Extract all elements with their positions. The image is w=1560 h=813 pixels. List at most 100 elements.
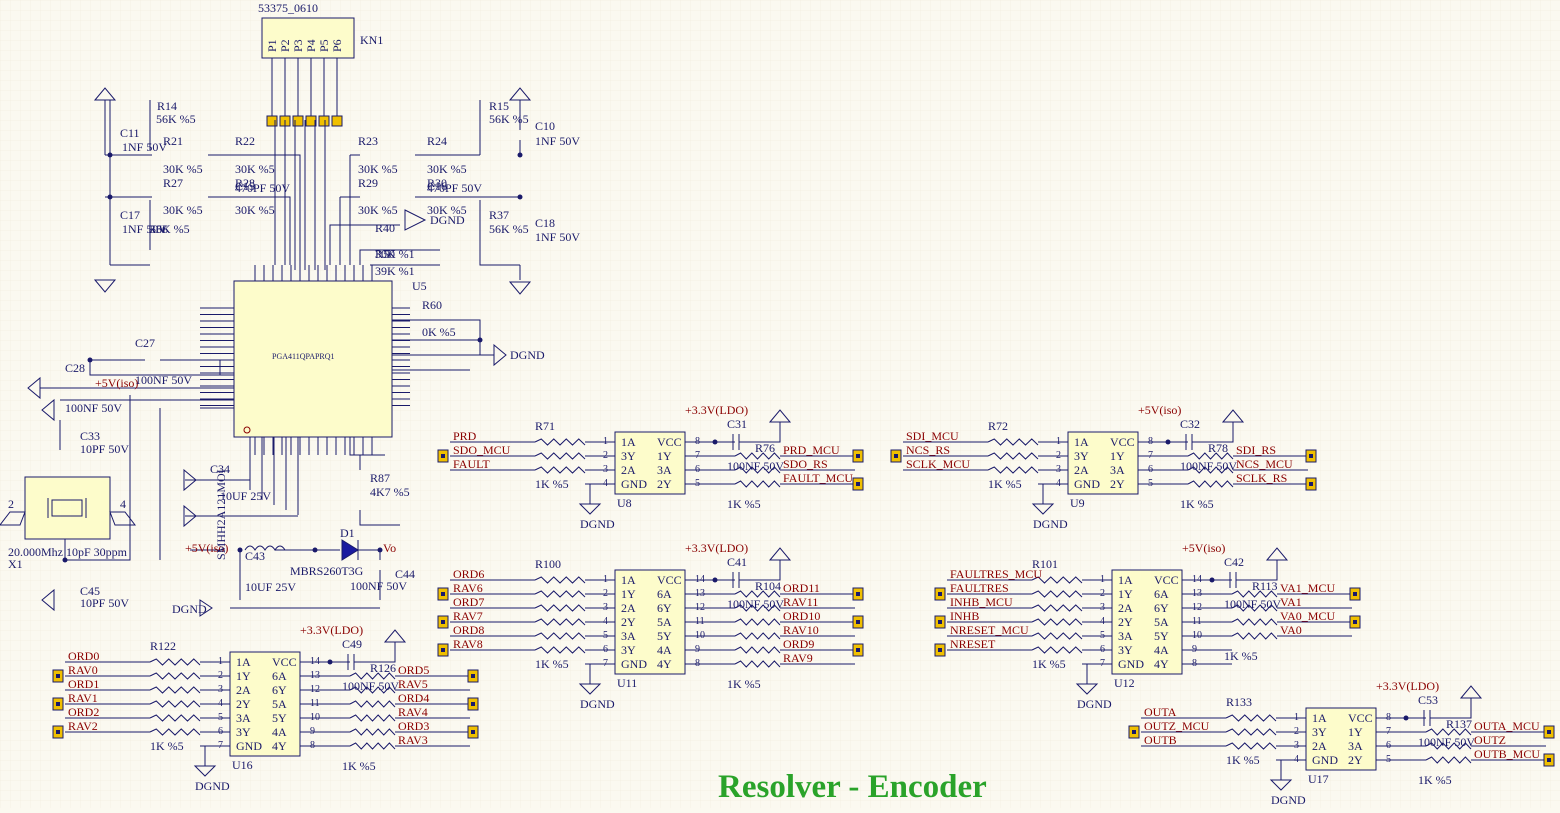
buffer-body bbox=[229, 651, 301, 757]
passive-value: 100NF 50V bbox=[135, 373, 192, 387]
pin-name: 2A bbox=[1118, 601, 1133, 615]
res-in-ref: R100 bbox=[535, 557, 561, 571]
v5iso-label-b: +5V(iso) bbox=[185, 541, 228, 555]
net-label-in: NCS_RS bbox=[906, 443, 950, 457]
pin-name: 1Y bbox=[621, 587, 636, 601]
dgnd-label: DGND bbox=[1271, 793, 1306, 807]
passive-ref: R36 bbox=[148, 222, 168, 236]
passive-ref: R37 bbox=[489, 208, 509, 222]
passive-d1: MBRS260T3G bbox=[290, 564, 364, 578]
net-label-out: VA0 bbox=[1280, 623, 1302, 637]
pin-name: 1Y bbox=[657, 449, 672, 463]
pin-name: GND bbox=[621, 657, 647, 671]
net-label-out: ORD4 bbox=[398, 691, 429, 705]
net-label-in: INHB_MCU bbox=[950, 595, 1013, 609]
pin-name: 3Y bbox=[1312, 725, 1327, 739]
pin-name: GND bbox=[236, 739, 262, 753]
connector-pin-label: P6 bbox=[330, 39, 344, 52]
passive-ref: R87 bbox=[370, 471, 390, 485]
connector-pin-pad bbox=[331, 115, 343, 127]
cap-ref: C53 bbox=[1418, 693, 1438, 707]
pin-name: 1A bbox=[1312, 711, 1327, 725]
pin-name: 2Y bbox=[1118, 615, 1133, 629]
passive-ref: R50 bbox=[375, 247, 395, 261]
pin-name: 5Y bbox=[1154, 629, 1169, 643]
passive-value: 100NF 50V bbox=[65, 401, 122, 415]
res-out-ref: R104 bbox=[755, 579, 781, 593]
passive-value: 20.000Mhz 10pF 30ppm bbox=[8, 545, 128, 559]
passive-value: 30K %5 bbox=[427, 203, 467, 217]
passive-value: 30K %5 bbox=[427, 162, 467, 176]
net-label-out: RAV4 bbox=[398, 705, 428, 719]
pin-name: 3A bbox=[1348, 739, 1363, 753]
passive-value: 1NF 50V bbox=[122, 140, 167, 154]
res-in-value: 1K %5 bbox=[535, 477, 569, 491]
pin-name: 6A bbox=[1154, 587, 1169, 601]
dgnd-label: DGND bbox=[1077, 697, 1112, 711]
pin-name: 4A bbox=[272, 725, 287, 739]
pin-name: 1A bbox=[621, 573, 636, 587]
net-label-out: SDI_RS bbox=[1236, 443, 1276, 457]
connector-pin-pad bbox=[318, 115, 330, 127]
cap-value: 100NF 50V bbox=[1418, 735, 1475, 749]
inductor-l1 bbox=[244, 545, 286, 551]
passive-value: 30K %5 bbox=[358, 203, 398, 217]
res-in-value: 1K %5 bbox=[1226, 753, 1260, 767]
cap-ref: C31 bbox=[727, 417, 747, 431]
connector-ref: KN1 bbox=[360, 33, 383, 47]
passive-value: 56K %5 bbox=[156, 112, 196, 126]
pin-name: 4Y bbox=[272, 739, 287, 753]
net-label-out: RAV5 bbox=[398, 677, 428, 691]
passive-ref: R28 bbox=[235, 176, 255, 190]
filter-network-wiring bbox=[40, 100, 523, 609]
res-out-value: 1K %5 bbox=[1224, 649, 1258, 663]
pin-name: 4A bbox=[1154, 643, 1169, 657]
vcc-label: +3.3V(LDO) bbox=[685, 403, 748, 417]
pin-name: 3A bbox=[621, 629, 636, 643]
connector-pin-pad bbox=[292, 115, 304, 127]
pin-name: 1A bbox=[1074, 435, 1089, 449]
passive-ref: R60 bbox=[422, 298, 442, 312]
vcc-label: +3.3V(LDO) bbox=[300, 623, 363, 637]
passive-value: SMHH2A121MOI bbox=[214, 469, 228, 560]
net-label-out: VA1_MCU bbox=[1280, 581, 1335, 595]
pin-name: 4A bbox=[657, 643, 672, 657]
buffer-body bbox=[1305, 707, 1377, 771]
net-label-out: VA0_MCU bbox=[1280, 609, 1335, 623]
pin-name: 4Y bbox=[1154, 657, 1169, 671]
cap-value: 100NF 50V bbox=[342, 679, 399, 693]
passive-ref: C44 bbox=[395, 567, 415, 581]
connector-part: 53375_0610 bbox=[258, 1, 318, 15]
passive-value: 30K %5 bbox=[235, 162, 275, 176]
pin-name: 3A bbox=[236, 711, 251, 725]
net-label-out: ORD9 bbox=[783, 637, 814, 651]
net-label-in: RAV1 bbox=[68, 691, 98, 705]
passive-value: 4K7 %5 bbox=[370, 485, 410, 499]
vcc-label: +5V(iso) bbox=[1182, 541, 1225, 555]
net-label-in: INHB bbox=[950, 609, 979, 623]
res-out-value: 1K %5 bbox=[1180, 497, 1214, 511]
svg-text:4: 4 bbox=[120, 497, 126, 511]
net-label-out: SCLK_RS bbox=[1236, 471, 1287, 485]
pin-name: 6Y bbox=[272, 683, 287, 697]
connector-body bbox=[261, 17, 355, 59]
res-in-ref: R71 bbox=[535, 419, 555, 433]
pin-name: GND bbox=[621, 477, 647, 491]
passive-value: 56K %5 bbox=[150, 222, 190, 236]
net-label-in: OUTA bbox=[1144, 705, 1177, 719]
passive-ref: R21 bbox=[163, 134, 183, 148]
resolver-chip-u5: PGA411QPAPRQ1 U5 bbox=[200, 265, 427, 455]
